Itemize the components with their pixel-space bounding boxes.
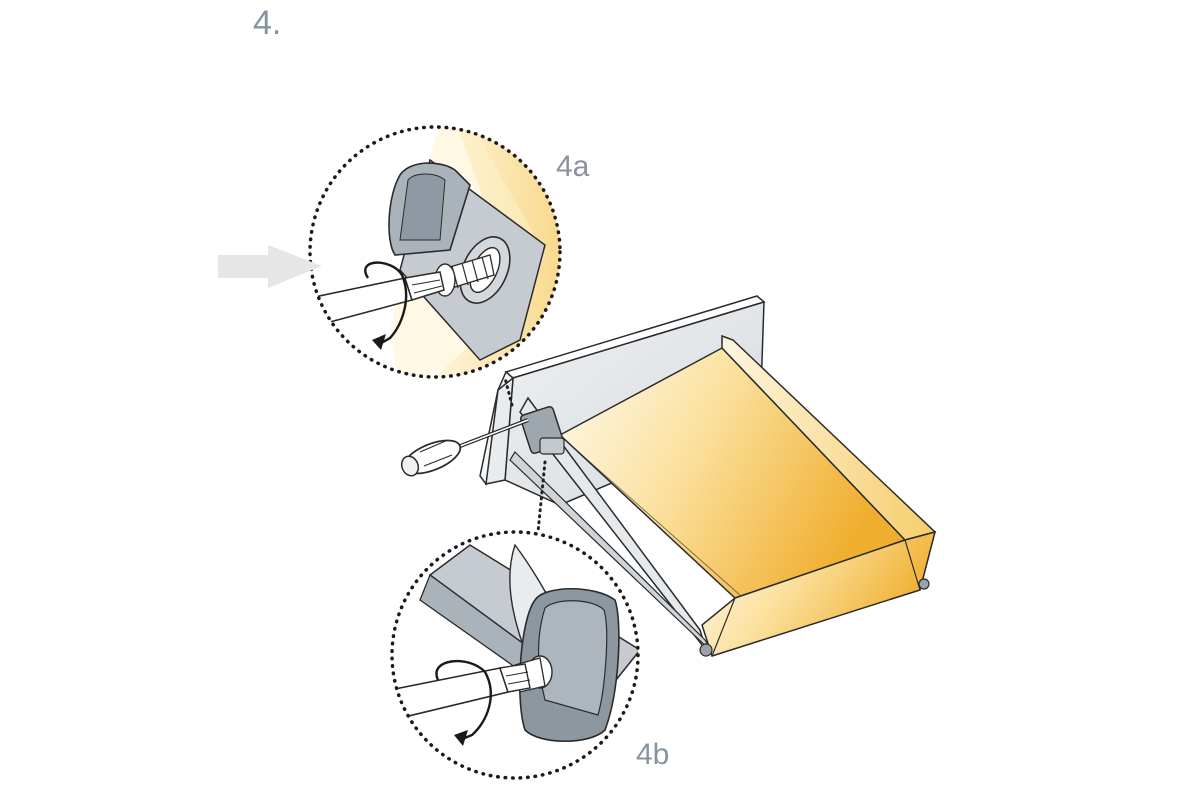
step-number: 4.	[253, 4, 282, 42]
detail-label-4b: 4b	[636, 738, 670, 771]
rotate-arrow-icon	[364, 261, 408, 350]
detail-label-4a: 4a	[556, 150, 590, 183]
front-bracket-detail	[539, 437, 565, 455]
arrow-right-icon	[218, 245, 322, 288]
connector-4b	[536, 460, 547, 534]
drawer	[479, 295, 937, 657]
runner-wheel-back	[918, 578, 930, 590]
detail-4a-frame	[308, 125, 562, 379]
connector-4a	[503, 376, 514, 407]
detail-4b-frame	[390, 530, 640, 780]
detail-4a	[308, 125, 562, 379]
detail-4b	[390, 530, 640, 780]
rotate-arrow-icon	[435, 659, 492, 746]
runner-wheel	[699, 643, 713, 657]
screwdriver-icon	[400, 418, 529, 477]
